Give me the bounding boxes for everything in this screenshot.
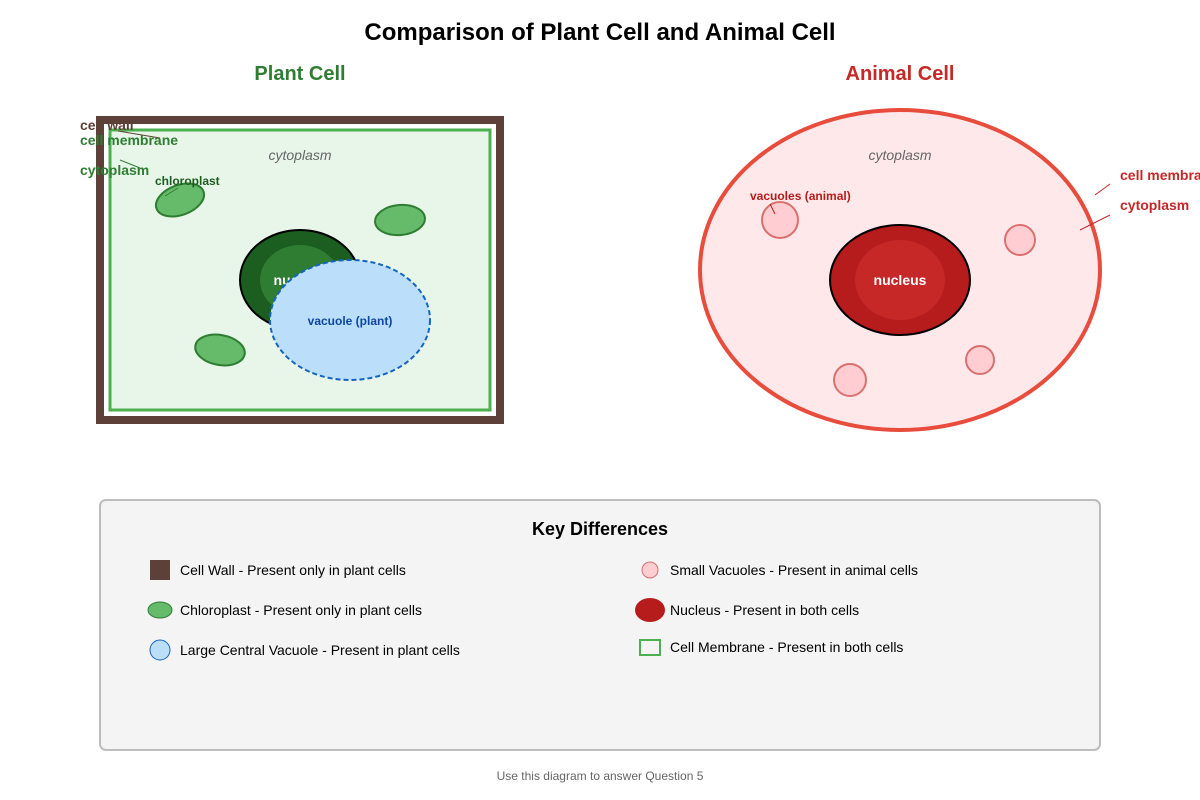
animal-cell-heading: Animal Cell <box>846 63 955 85</box>
animal-vacuole <box>761 201 799 239</box>
plant-vacuole-label: vacuole (plant) <box>308 314 393 328</box>
cell-membrane-swatch-icon <box>639 639 661 656</box>
chloroplast <box>154 182 206 218</box>
animal-cytoplasm-label: cytoplasm <box>1120 197 1189 213</box>
animal-cell-membrane-label: cell membrane <box>1120 167 1200 183</box>
cell-membrane-label: cell membrane <box>80 132 178 148</box>
plant-cytoplasm-leader-line <box>119 159 141 169</box>
plant-cell-wall <box>96 116 504 424</box>
plant-cytoplasm-label: cytoplasm <box>80 162 149 178</box>
animal-vacuole <box>965 345 995 375</box>
legend-item-chloroplast: Chloroplast - Present only in plant cell… <box>180 602 422 618</box>
animal-cell: cytoplasm vacuoles (animal) nucleus <box>698 108 1102 432</box>
chloroplast-swatch-icon <box>147 601 173 619</box>
chloroplast-label: chloroplast <box>155 174 220 188</box>
chloroplast <box>194 333 246 367</box>
plant-cell: cytoplasm chloroplast nucleus vacuole (p… <box>96 116 504 424</box>
animal-vacuoles-label: vacuoles (animal) <box>750 189 851 203</box>
cell-wall-leader-line <box>117 130 161 139</box>
vacuole-swatch-icon <box>149 639 171 661</box>
animal-vacuole <box>1004 224 1036 256</box>
cell-wall-swatch-icon <box>150 560 170 580</box>
nucleus-swatch-icon <box>635 598 665 622</box>
footer-note: Use this diagram to answer Question 5 <box>497 769 704 783</box>
chloroplast <box>374 203 426 237</box>
legend-item-nucleus: Nucleus - Present in both cells <box>670 602 859 618</box>
legend-item-cell-membrane: Cell Membrane - Present in both cells <box>670 639 903 655</box>
legend-title: Key Differences <box>532 519 668 539</box>
legend-panel: Key Differences Cell Wall - Present only… <box>99 499 1101 751</box>
animal-cytoplasm-inner-label: cytoplasm <box>868 147 931 163</box>
cell-wall-label: cell wall <box>80 117 134 133</box>
legend-item-vacuole: Large Central Vacuole - Present in plant… <box>180 642 460 658</box>
animal-membrane-leader-line <box>1094 183 1111 196</box>
chloroplast-leader-line <box>164 187 179 197</box>
legend-item-cell-wall: Cell Wall - Present only in plant cells <box>180 562 406 578</box>
animal-vacuole <box>833 363 867 397</box>
animal-vacuoles-leader-line <box>769 203 776 215</box>
small-vacuole-swatch-icon <box>641 561 659 579</box>
animal-nucleolus <box>855 240 945 320</box>
legend-item-small-vacuoles: Small Vacuoles - Present in animal cells <box>670 562 918 578</box>
plant-cell-heading: Plant Cell <box>254 63 345 85</box>
legend-box <box>99 499 1101 751</box>
diagram-title: Comparison of Plant Cell and Animal Cell <box>364 19 835 46</box>
plant-cytoplasm-inner-label: cytoplasm <box>268 147 331 163</box>
plant-vacuole <box>269 259 431 381</box>
animal-cytoplasm-leader-line <box>1079 214 1111 231</box>
animal-nucleus-label: nucleus <box>874 272 927 288</box>
